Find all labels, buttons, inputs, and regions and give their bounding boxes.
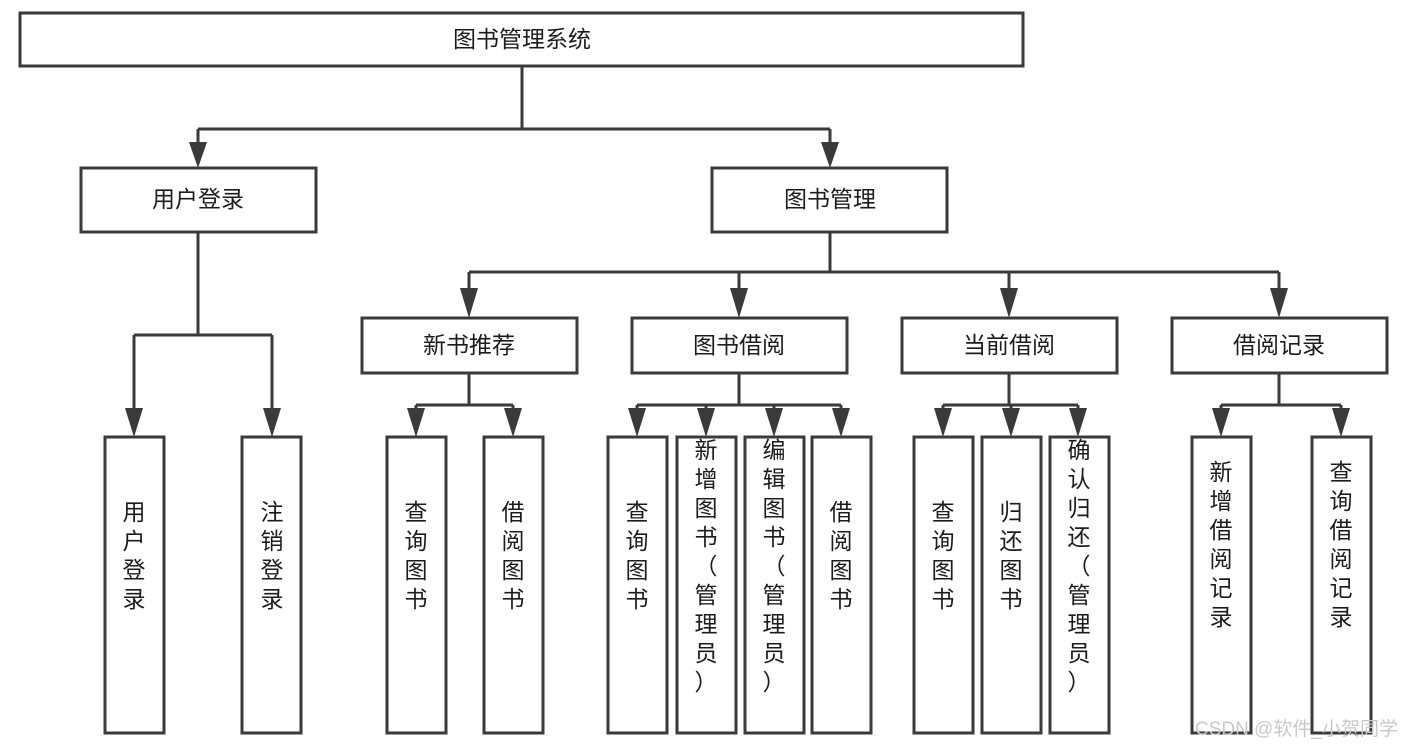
node-leaf-query-book-2-label: 查询图书	[626, 499, 649, 612]
node-leaf-logout-login-label: 注销登录	[261, 499, 284, 612]
arrow-to-leaf-query-record	[1332, 408, 1350, 437]
arrow-to-leaf-borrow-book-2	[832, 408, 850, 437]
node-leaf-confirm-return[interactable]: 确认归还（管理员）	[1048, 435, 1111, 735]
node-leaf-query-book-1-label: 查询图书	[405, 499, 428, 612]
node-leaf-return-book-label: 归还图书	[1000, 499, 1023, 612]
node-leaf-query-book-2[interactable]: 查询图书	[606, 435, 669, 735]
arrow-to-leaf-return-book	[1002, 408, 1020, 437]
node-borrow-record-box[interactable]	[1170, 316, 1389, 375]
node-leaf-add-record-label: 新增借阅记录	[1210, 459, 1233, 630]
node-leaf-borrow-book-1[interactable]: 借阅图书	[482, 435, 545, 735]
node-user-login-box[interactable]	[79, 166, 318, 234]
node-leaf-borrow-book-2-label: 借阅图书	[830, 499, 853, 612]
arrow-to-borrow-record	[1270, 288, 1288, 318]
node-root[interactable]: 图书管理系统	[18, 11, 1025, 68]
node-book-borrow-label: 图书借阅	[693, 332, 785, 358]
arrow-to-leaf-logout-login	[263, 408, 281, 437]
node-leaf-user-login-label: 用户登录	[123, 499, 146, 612]
node-root-box[interactable]	[18, 11, 1025, 68]
arrow-to-leaf-query-book-1	[407, 408, 425, 437]
node-user-login[interactable]: 用户登录	[79, 166, 318, 234]
node-leaf-return-book-box[interactable]	[980, 435, 1043, 735]
node-leaf-confirm-return-box[interactable]	[1048, 435, 1111, 735]
node-leaf-edit-book-box[interactable]	[743, 435, 806, 735]
node-leaf-confirm-return-label: 确认归还（管理员）	[1068, 437, 1091, 695]
node-new-book-recommend-label: 新书推荐	[423, 332, 515, 358]
arrow-to-leaf-user-login	[125, 408, 143, 437]
node-book-borrow[interactable]: 图书借阅	[630, 316, 849, 375]
node-leaf-user-login-box[interactable]	[103, 435, 166, 735]
arrow-to-leaf-query-book-3	[934, 408, 952, 437]
node-current-borrow[interactable]: 当前借阅	[900, 316, 1119, 375]
node-leaf-query-book-2-box[interactable]	[606, 435, 669, 735]
arrow-to-leaf-edit-book	[765, 408, 783, 437]
node-leaf-logout-login-box[interactable]	[240, 435, 303, 735]
node-root-label: 图书管理系统	[453, 26, 591, 52]
node-leaf-add-book-label: 新增图书（管理员）	[695, 437, 718, 695]
node-leaf-borrow-book-2-box[interactable]	[810, 435, 873, 735]
node-leaf-add-record-box[interactable]	[1190, 435, 1253, 735]
connector-layer	[125, 66, 1350, 437]
arrow-to-new-book-recommend	[460, 288, 478, 318]
node-current-borrow-label: 当前借阅	[963, 332, 1055, 358]
node-leaf-edit-book-label: 编辑图书（管理员）	[763, 437, 786, 695]
node-leaf-query-record-box[interactable]	[1310, 435, 1373, 735]
node-book-borrow-box[interactable]	[630, 316, 849, 375]
arrow-to-book-borrow	[730, 288, 748, 318]
node-leaf-edit-book[interactable]: 编辑图书（管理员）	[743, 435, 806, 735]
node-leaf-query-book-3-box[interactable]	[912, 435, 975, 735]
node-book-manage-box[interactable]	[710, 166, 949, 234]
node-leaf-query-book-1[interactable]: 查询图书	[385, 435, 448, 735]
arrow-to-leaf-query-book-2	[628, 408, 646, 437]
node-leaf-query-book-1-box[interactable]	[385, 435, 448, 735]
arrow-to-user-login	[189, 142, 207, 168]
node-leaf-borrow-book-2[interactable]: 借阅图书	[810, 435, 873, 735]
node-leaf-borrow-book-1-box[interactable]	[482, 435, 545, 735]
node-leaf-add-record[interactable]: 新增借阅记录	[1190, 435, 1253, 735]
node-leaf-add-book-box[interactable]	[675, 435, 738, 735]
node-borrow-record-label: 借阅记录	[1233, 332, 1325, 358]
arrow-to-leaf-add-record	[1212, 408, 1230, 437]
node-book-manage-label: 图书管理	[784, 186, 876, 212]
node-book-manage[interactable]: 图书管理	[710, 166, 949, 234]
node-borrow-record[interactable]: 借阅记录	[1170, 316, 1389, 375]
node-leaf-query-book-3[interactable]: 查询图书	[912, 435, 975, 735]
node-leaf-user-login[interactable]: 用户登录	[103, 435, 166, 735]
arrow-to-leaf-add-book	[697, 408, 715, 437]
node-current-borrow-box[interactable]	[900, 316, 1119, 375]
node-leaf-logout-login[interactable]: 注销登录	[240, 435, 303, 735]
arrow-to-book-manage	[821, 142, 839, 168]
node-leaf-query-record-label: 查询借阅记录	[1330, 459, 1353, 630]
node-leaf-add-book[interactable]: 新增图书（管理员）	[675, 435, 738, 735]
csdn-watermark: CSDN @软件_小贺同学	[1195, 718, 1398, 740]
node-leaf-query-record[interactable]: 查询借阅记录	[1310, 435, 1373, 735]
node-user-login-label: 用户登录	[152, 186, 244, 212]
node-new-book-recommend-box[interactable]	[360, 316, 579, 375]
node-leaf-borrow-book-1-label: 借阅图书	[502, 499, 525, 612]
node-new-book-recommend[interactable]: 新书推荐	[360, 316, 579, 375]
arrow-to-leaf-borrow-book-1	[504, 408, 522, 437]
arrow-to-current-borrow	[1000, 288, 1018, 318]
arrow-to-leaf-confirm-return	[1069, 408, 1087, 437]
node-leaf-return-book[interactable]: 归还图书	[980, 435, 1043, 735]
node-leaf-query-book-3-label: 查询图书	[932, 499, 955, 612]
